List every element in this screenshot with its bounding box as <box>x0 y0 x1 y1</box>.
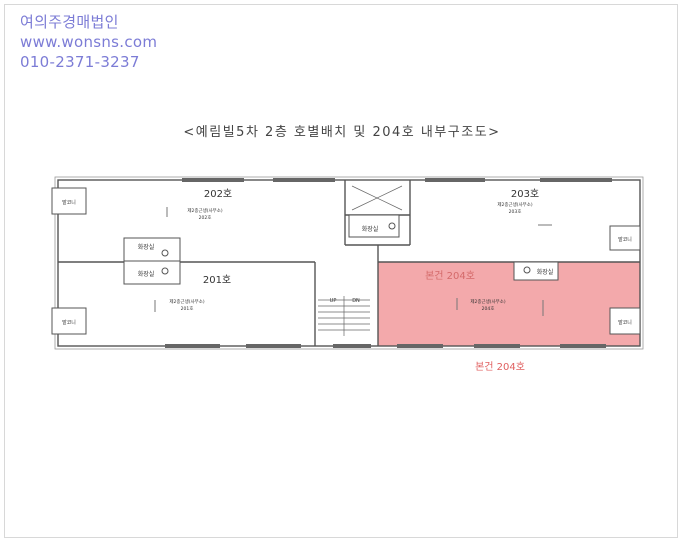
company-name: 여의주경매법인 <box>20 13 119 31</box>
unit-204-name: 본건 204호 <box>425 270 475 282</box>
page-frame <box>4 4 678 538</box>
company-website[interactable]: www.wonsns.com <box>20 33 158 51</box>
company-header: 여의주경매법인 www.wonsns.com 010-2371-3237 <box>20 12 157 72</box>
toilet-label: 화장실 <box>362 225 379 233</box>
subject-unit-caption: 본건 204호 <box>475 361 525 373</box>
unit-202-name: 202호 <box>204 188 232 200</box>
unit-202-sub: 202호 <box>199 215 212 221</box>
unit-203-use: 제2종근생(사무소) <box>497 201 533 208</box>
unit-201-name: 201호 <box>203 274 231 286</box>
balcony-label: 발코니 <box>62 199 76 206</box>
unit-204-use: 제2종근생(사무소) <box>470 298 506 305</box>
balcony-label: 발코니 <box>618 236 632 243</box>
plan-title: <예림빌5차 2층 호별배치 및 204호 내부구조도> <box>183 125 501 140</box>
stair-down-label: DN <box>352 298 360 304</box>
toilet-label: 화장실 <box>537 268 554 276</box>
company-phone: 010-2371-3237 <box>20 53 140 71</box>
unit-204-sub: 204호 <box>482 306 495 312</box>
unit-201-use: 제2종근생(사무소) <box>169 298 205 305</box>
toilet-label: 화장실 <box>138 243 155 251</box>
toilet-label: 화장실 <box>138 270 155 278</box>
balcony-label: 발코니 <box>62 319 76 326</box>
stair-up-label: UP <box>330 298 337 304</box>
unit-201-sub: 201호 <box>181 306 194 312</box>
unit-203-sub: 203호 <box>509 209 522 215</box>
unit-203-name: 203호 <box>511 188 539 200</box>
balcony-label: 발코니 <box>618 319 632 326</box>
unit-204-highlight <box>378 262 640 346</box>
unit-202-use: 제2종근생(사무소) <box>187 207 223 214</box>
